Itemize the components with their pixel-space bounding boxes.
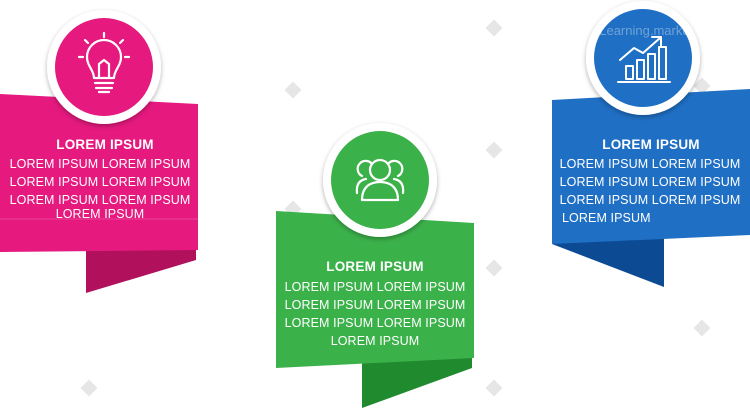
watermark-diamonds (80, 19, 711, 397)
lightbulb-icon (77, 31, 131, 94)
card-3-fold (552, 235, 664, 287)
card-1-ribbon (0, 94, 198, 252)
card-1-line-1: LOREM IPSUM LOREM IPSUM (9, 157, 191, 171)
card-1-body: LOREM IPSUM LOREM IPSUM LOREM IPSUM LORE… (0, 155, 200, 223)
card-3-line-3: LOREM IPSUM LOREM IPSUM (559, 193, 741, 207)
card-1-title: LOREM IPSUM (56, 137, 154, 152)
bar-chart-growth-icon (617, 36, 671, 83)
card-2 (276, 123, 474, 408)
card-1 (0, 10, 198, 293)
card-3-line-1: LOREM IPSUM LOREM IPSUM (559, 157, 741, 171)
card-2-fold (362, 358, 472, 408)
card-3-title: LOREM IPSUM (602, 137, 700, 152)
card-2-title: LOREM IPSUM (326, 259, 424, 274)
card-2-line-3: LOREM IPSUM LOREM IPSUM (284, 316, 466, 330)
card-1-icon-circle (55, 18, 153, 116)
card-3-body: LOREM IPSUM LOREM IPSUM LOREM IPSUM LORE… (552, 155, 748, 227)
card-3-line-4: LOREM IPSUM (562, 211, 651, 225)
card-2-body: LOREM IPSUM LOREM IPSUM LOREM IPSUM LORE… (276, 278, 474, 350)
card-2-line-4: LOREM IPSUM (330, 334, 420, 348)
card-1-fold (86, 250, 196, 293)
card-3-ribbon (552, 89, 750, 244)
users-icon (355, 158, 405, 202)
card-2-line-1: LOREM IPSUM LOREM IPSUM (284, 280, 466, 294)
card-1-line-4: LOREM IPSUM (55, 207, 145, 221)
card-1-line-2: LOREM IPSUM LOREM IPSUM (9, 175, 191, 189)
card-2-ribbon (276, 211, 474, 368)
card-3-line-2: LOREM IPSUM LOREM IPSUM (559, 175, 741, 189)
watermark-text: eLearning.market (592, 23, 694, 38)
card-3 (552, 1, 750, 287)
card-1-line-3: LOREM IPSUM LOREM IPSUM (9, 193, 191, 207)
card-2-line-2: LOREM IPSUM LOREM IPSUM (284, 298, 466, 312)
